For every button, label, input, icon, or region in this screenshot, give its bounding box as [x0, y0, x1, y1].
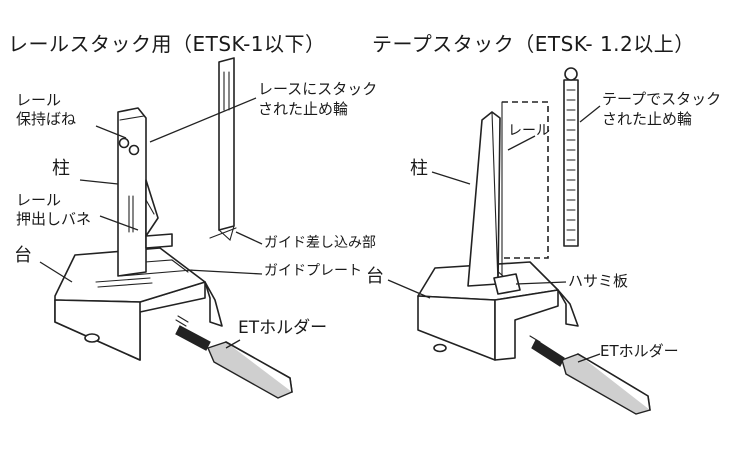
label-rail-pusher-line1: レール [16, 191, 62, 209]
label-stop-ring-right-line2: された止め輪 [602, 110, 693, 128]
label-base-left: 台 [14, 245, 32, 266]
label-stop-ring-right-line1: テープでスタック [602, 90, 722, 108]
label-guide-plate: ガイドプレート [264, 263, 362, 279]
label-stop-ring-left-line1: レースにスタック [258, 80, 378, 98]
label-rail-right: レール [508, 123, 550, 139]
label-rail-pusher-line2: 押出しバネ [16, 210, 92, 228]
leader-lines [39, 97, 601, 363]
label-et-holder-right: ETホルダー [600, 342, 679, 360]
label-pillar-right: 柱 [410, 158, 428, 179]
left-pillar-shape [117, 107, 147, 277]
left-stacked-rail-shape [209, 57, 237, 242]
label-et-holder-left: ETホルダー [238, 318, 328, 338]
et-holder-tool-icon [529, 335, 651, 415]
tape-stack-stand-illustration [417, 67, 651, 415]
right-tape-ring-column-shape [563, 67, 579, 247]
label-clamp-plate: ハサミ板 [568, 272, 629, 290]
rail-stack-stand-illustration [54, 57, 293, 399]
label-pillar-left: 柱 [52, 158, 70, 179]
right-pillar-shape [467, 111, 501, 287]
right-title: テープスタック（ETSK- 1.2以上） [372, 32, 695, 56]
et-holder-tool-icon [175, 315, 293, 399]
label-rail-holder-line2: 保持ばね [16, 110, 77, 128]
left-rail-guide-shape [145, 179, 173, 249]
left-title: レールスタック用（ETSK-1以下） [8, 32, 326, 56]
label-base-right: 台 [366, 266, 384, 287]
label-rail-holder-line1: レール [16, 91, 62, 109]
right-clamp-plate-shape [493, 273, 521, 295]
right-rail-outline-shape [501, 101, 549, 283]
label-stop-ring-left-line2: された止め輪 [258, 100, 349, 118]
label-guide-slot: ガイド差し込み部 [264, 235, 376, 251]
